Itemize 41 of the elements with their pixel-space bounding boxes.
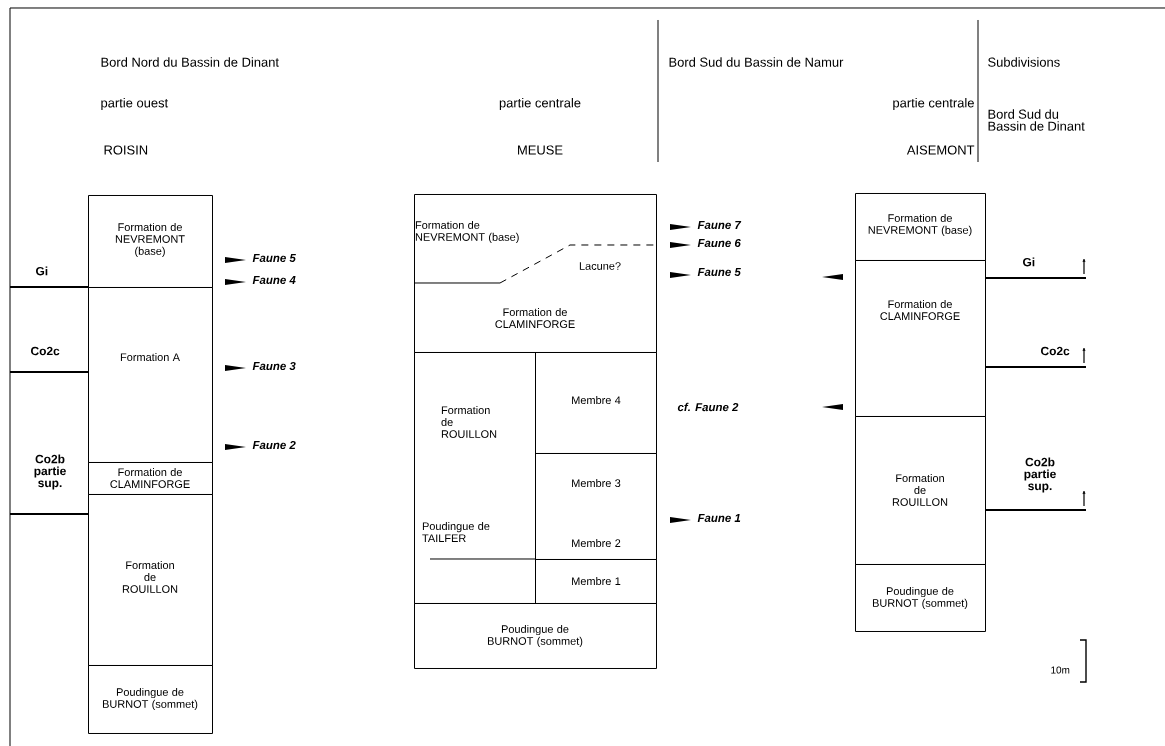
formation-box: Formation de CLAMINFORGE xyxy=(88,462,213,495)
heading-text: AISEMONT xyxy=(906,145,975,155)
formation-box: Formation de CLAMINFORGE xyxy=(855,260,986,417)
heading-text: partie centrale xyxy=(499,97,581,111)
formation-box: Membre 4 xyxy=(535,352,657,454)
fauna-label: Faune 3 xyxy=(252,361,296,371)
formation-box: Formation de ROUILLON Poudingue de TAILFER xyxy=(414,352,536,604)
scale-label: 10m xyxy=(1051,666,1070,674)
fauna-label: Faune 7 xyxy=(697,221,742,229)
heading-text: Bord Sud du Bassin de Namur xyxy=(669,57,844,67)
formation-box: Formation A xyxy=(88,287,213,463)
formation-box: Formation de NEVREMONT (base) xyxy=(88,195,213,288)
formation-box: Poudingue de BURNOT (sommet) xyxy=(88,665,213,734)
formation-box: Membre 3 Membre 2 xyxy=(535,453,657,560)
formation-box: Poudingue de BURNOT (sommet) xyxy=(414,603,657,669)
fauna-label: cf. Faune 2 xyxy=(677,402,739,412)
subdivision-label: Gi xyxy=(36,266,48,276)
fauna-label: Faune 5 xyxy=(252,254,296,262)
formation-box: Membre 1 xyxy=(535,559,657,604)
heading-text: partie ouest xyxy=(101,97,169,111)
heading-text: Bord Sud du Bassin de Dinant xyxy=(988,109,1085,131)
subdivision-label: Co2b partie sup. xyxy=(34,454,66,490)
fauna-label: Faune 5 xyxy=(697,268,741,276)
subdivision-label: Co2b partie sup. xyxy=(1024,457,1056,493)
formation-box: Formation de NEVREMONT (base) Lacune? Formation de CLAMINFORGE xyxy=(413,194,657,353)
fauna-label: Faune 2 xyxy=(252,440,296,450)
formation-box: Formation de ROUILLON xyxy=(855,416,986,565)
formation-box: Poudingue de BURNOT (sommet) xyxy=(855,564,986,632)
formation-box: Formation de NEVREMONT (base) xyxy=(855,193,986,261)
fauna-label: Faune 4 xyxy=(252,276,296,284)
subdivision-label: Gi xyxy=(1023,257,1035,267)
fauna-label: Faune 1 xyxy=(697,514,741,522)
heading-text: partie centrale xyxy=(893,97,974,111)
subdivision-label: Co2c xyxy=(31,346,60,356)
subdivision-label: Co2c xyxy=(1041,346,1070,356)
heading-text: ROISIN xyxy=(104,145,148,155)
formation-box: Formation de ROUILLON xyxy=(88,494,213,666)
heading-text: Bord Nord du Bassin de Dinant xyxy=(101,57,279,67)
heading-text: Subdivisions xyxy=(988,57,1060,67)
heading-text: MEUSE xyxy=(518,145,563,155)
fauna-label: Faune 6 xyxy=(697,238,741,248)
